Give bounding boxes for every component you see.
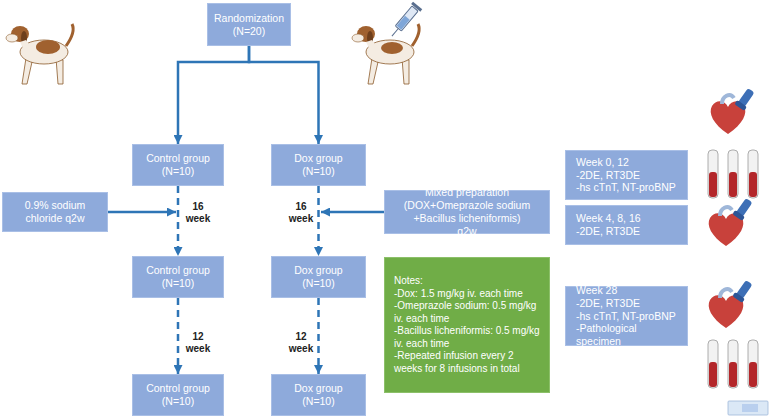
tube — [728, 340, 738, 388]
box-text: -hs cTnT, NT-proBNP — [576, 181, 676, 194]
dog-patch — [36, 40, 60, 54]
blood — [749, 172, 757, 197]
tube-icon — [708, 150, 758, 198]
dog-tail — [412, 24, 419, 46]
notes-box: Notes:-Dox: 1.5 mg/kg iv. each time-Omep… — [384, 257, 550, 393]
dashed-arrow — [317, 298, 320, 374]
duration-label: 16 week — [183, 201, 213, 225]
dog-neck — [366, 40, 382, 58]
probe-icon — [732, 279, 754, 303]
box-heading: Week 4, 8, 16 — [576, 212, 641, 225]
leader-arrow — [108, 211, 176, 214]
aorta — [720, 289, 732, 298]
box-heading: Week 0, 12 — [576, 156, 629, 169]
tube-icon — [708, 340, 758, 388]
dog-icon — [352, 24, 419, 84]
dashed-arrow — [177, 298, 180, 374]
box-heading: 0.9% sodium chloride q2w — [11, 199, 99, 225]
group-box: Control group (N=10) — [132, 144, 224, 186]
timepoint-box: Week 0, 12-2DE, RT3DE-hs cTnT, NT-proBNP — [565, 150, 688, 200]
dog-muzzle — [352, 34, 364, 42]
box-heading: Dox group (N=10) — [280, 382, 357, 408]
dashed-arrow — [317, 186, 320, 256]
tube — [708, 150, 718, 198]
syringe-icon — [387, 2, 422, 40]
probe-icon — [732, 197, 754, 221]
box-text: -Dox: 1.5 mg/kg iv. each time — [394, 288, 523, 301]
blood — [729, 362, 737, 387]
group-box: Control group (N=10) — [132, 374, 224, 416]
probe-head — [732, 292, 745, 303]
duration-label: 12 week — [286, 331, 316, 355]
dog-tail — [66, 24, 73, 46]
probe-head — [734, 100, 747, 111]
group-box: Dox group (N=10) — [271, 374, 366, 416]
tube — [748, 150, 758, 198]
box-text: -Pathological specimen — [576, 322, 677, 348]
box-heading: Control group (N=10) — [141, 152, 215, 178]
box-heading: Control group (N=10) — [141, 382, 215, 408]
tube — [728, 150, 738, 198]
box-text: -Bacillus licheniformis: 0.5 mg/kg iv. e… — [394, 325, 540, 350]
group-box: Control group (N=10) — [132, 256, 224, 298]
blood — [729, 172, 737, 197]
box-heading: Randomization (N=20) — [214, 12, 284, 38]
group-box: Dox group (N=10) — [271, 144, 366, 186]
aorta — [720, 207, 732, 216]
box-heading: Notes: — [394, 275, 423, 288]
box-text: -2DE, RT3DE — [576, 225, 640, 238]
glass-slide — [728, 401, 768, 415]
box-text: -Omeprazole sodium: 0.5 mg/kg iv. each t… — [394, 300, 540, 325]
box-text: -2DE, RT3DE — [576, 297, 640, 310]
aorta — [722, 95, 734, 104]
dog-icon — [6, 24, 73, 84]
specimen — [742, 404, 758, 412]
treatment-box: Mixed preparation(DOX+Omeprazole sodium … — [384, 190, 550, 234]
heart-shape — [709, 295, 744, 328]
box-heading: Control group (N=10) — [141, 264, 215, 290]
timepoint-box: Week 4, 8, 16-2DE, RT3DE — [565, 205, 688, 245]
blood — [749, 362, 757, 387]
box-text: -Repeated infusion every 2 weeks for 8 i… — [394, 350, 540, 375]
split-arrow — [249, 46, 319, 144]
dog-patch — [381, 42, 403, 54]
heart-shape — [709, 213, 744, 246]
split-arrow — [178, 46, 249, 144]
box-heading: Mixed preparation — [425, 186, 509, 199]
start-box: Randomization (N=20) — [207, 3, 291, 46]
timepoint-box: Week 28-2DE, RT3DE-hs cTnT, NT-proBNP-Pa… — [565, 286, 688, 346]
box-heading: Dox group (N=10) — [280, 264, 357, 290]
leader-arrow — [321, 211, 384, 214]
box-heading: Dox group (N=10) — [280, 152, 357, 178]
box-text: -hs cTnT, NT-proBNP — [576, 310, 676, 323]
dashed-arrow — [177, 186, 180, 256]
tube — [748, 340, 758, 388]
syringe-plunger — [411, 2, 422, 12]
blood — [709, 362, 717, 387]
duration-label: 12 week — [183, 331, 213, 355]
syringe-barrel — [395, 6, 418, 31]
treatment-box: 0.9% sodium chloride q2w — [2, 192, 108, 232]
blood — [709, 172, 717, 197]
group-box: Dox group (N=10) — [271, 256, 366, 298]
dog-body — [20, 40, 68, 64]
box-heading: Week 28 — [576, 284, 617, 297]
syringe-needle — [392, 28, 398, 36]
box-text: -2DE, RT3DE — [576, 169, 640, 182]
slide-icon — [728, 401, 768, 415]
dog-neck — [20, 40, 36, 58]
syringe-fluid — [397, 16, 410, 30]
dog-body — [366, 40, 414, 64]
probe-icon — [734, 87, 756, 111]
dog-muzzle — [6, 34, 18, 42]
tube — [708, 340, 718, 388]
duration-label: 16 week — [286, 201, 316, 225]
box-text: q2w — [457, 225, 476, 238]
probe-head — [732, 210, 745, 221]
box-text: (DOX+Omeprazole sodium +Bacillus licheni… — [391, 199, 543, 225]
